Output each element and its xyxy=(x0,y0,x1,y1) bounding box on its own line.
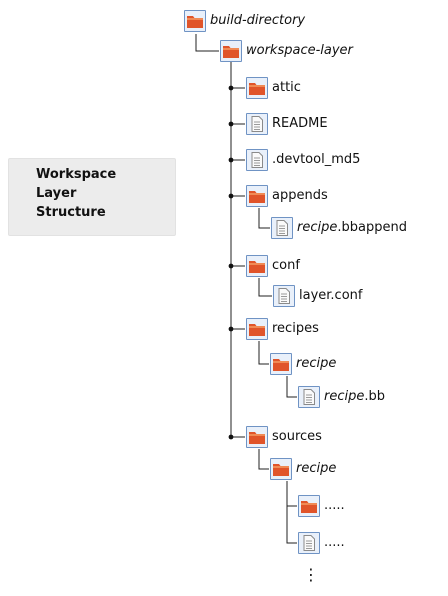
file-icon xyxy=(298,532,320,554)
tree-node-attic[interactable]: attic xyxy=(246,75,301,101)
tree-label-bbappend-italic: recipe xyxy=(297,220,338,235)
tree-label-recipe-bb-rest: .bb xyxy=(364,389,385,404)
tree-node-bbappend[interactable]: recipe.bbappend xyxy=(271,215,407,241)
connector-appends-bbappend xyxy=(258,208,270,229)
tree-node-readme[interactable]: README xyxy=(246,111,328,137)
tree-node-layerconf[interactable]: layer.conf xyxy=(273,283,362,309)
file-icon xyxy=(298,386,320,408)
folder-icon xyxy=(246,318,268,340)
tree-label-more-file: ..... xyxy=(324,535,345,550)
tree-node-conf[interactable]: conf xyxy=(246,253,300,279)
folder-icon xyxy=(184,10,206,32)
folder-icon xyxy=(246,426,268,448)
tree-label-bbappend: recipe.bbappend xyxy=(297,219,407,237)
tree-node-sources[interactable]: sources xyxy=(246,424,322,450)
tree-label-recipe-bb: recipe.bb xyxy=(324,388,385,406)
folder-icon xyxy=(246,255,268,277)
tree-label-sources: sources xyxy=(272,429,322,444)
file-icon xyxy=(273,285,295,307)
tree-node-more-file[interactable]: ..... xyxy=(298,530,345,556)
connector-recipe-children xyxy=(286,481,297,544)
file-icon xyxy=(246,149,268,171)
folder-icon xyxy=(270,353,292,375)
tree-label-layerconf: layer.conf xyxy=(299,288,363,303)
connector-root-workspace xyxy=(195,34,219,52)
tree-node-more-folder[interactable]: ..... xyxy=(298,493,345,519)
connector-sources-recipe xyxy=(258,449,269,470)
folder-icon xyxy=(246,185,268,207)
folder-icon xyxy=(270,458,292,480)
tree-label-recipes: recipes xyxy=(272,321,319,336)
tree-label-readme: README xyxy=(272,116,328,131)
tree-label-build-directory: build-directory xyxy=(210,13,306,28)
caption-title: Workspace Layer Structure xyxy=(36,165,166,222)
tree-label-attic: attic xyxy=(272,80,301,95)
connector-conf-layerconf xyxy=(258,278,272,297)
tree-continuation: ⋮ xyxy=(303,565,319,584)
tree-node-appends[interactable]: appends xyxy=(246,183,328,209)
tree-node-devtool[interactable]: .devtool_md5 xyxy=(246,147,360,173)
tree-label-recipes-recipe: recipe xyxy=(296,356,337,371)
tree-label-bbappend-rest: .bbappend xyxy=(337,220,407,235)
connector-recipe-bb xyxy=(286,376,297,398)
tree-label-appends: appends xyxy=(272,188,328,203)
tree-node-recipes[interactable]: recipes xyxy=(246,316,319,342)
tree-label-conf: conf xyxy=(272,258,300,273)
file-icon xyxy=(271,217,293,239)
tree-label-sources-recipe: recipe xyxy=(296,461,337,476)
caption-line-2: Layer xyxy=(36,186,77,201)
tree-node-recipes-recipe[interactable]: recipe xyxy=(270,351,336,377)
tree-label-devtool: .devtool_md5 xyxy=(272,152,361,167)
tree-node-build-directory[interactable]: build-directory xyxy=(184,8,305,34)
tree-label-more-folder: ..... xyxy=(324,498,345,513)
caption-line-3: Structure xyxy=(36,205,106,220)
caption-box: Workspace Layer Structure xyxy=(8,158,176,236)
tree-label-workspace-layer: workspace-layer xyxy=(246,43,353,58)
folder-icon xyxy=(298,495,320,517)
tree-node-workspace-layer[interactable]: workspace-layer xyxy=(220,38,353,64)
folder-icon xyxy=(246,77,268,99)
folder-icon xyxy=(220,40,242,62)
file-icon xyxy=(246,113,268,135)
tree-label-recipe-bb-italic: recipe xyxy=(324,389,365,404)
tree-node-sources-recipe[interactable]: recipe xyxy=(270,456,336,482)
connector-recipes-recipe xyxy=(258,341,269,365)
caption-line-1: Workspace xyxy=(36,167,117,182)
tree-node-recipe-bb[interactable]: recipe.bb xyxy=(298,384,385,410)
